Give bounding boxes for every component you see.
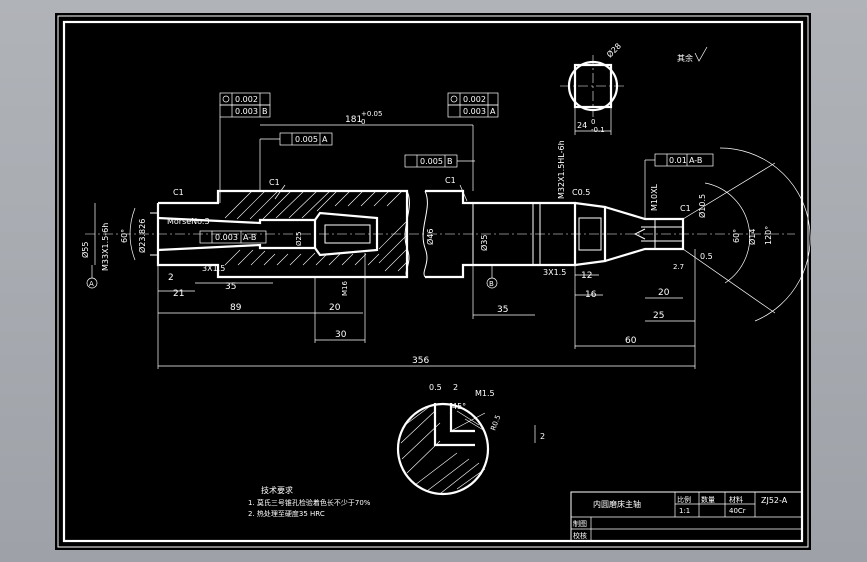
tb-h-material: 材料 <box>729 495 743 504</box>
fcf-group-6: 0.01 A-B <box>644 153 714 219</box>
tb-material: 40Cr <box>729 507 746 515</box>
dim-24-tol: 0 <box>591 118 595 126</box>
dim-dia55: Ø55 <box>80 242 90 258</box>
spline-label: M32X1.5HL-6h <box>557 140 566 199</box>
groove-right: 3X1.5 <box>543 268 566 277</box>
dim-20-left: 20 <box>329 303 341 313</box>
title-block: 内圆磨床主轴 比例 数量 材料 ZJ52-A 1:1 40Cr 制图 校核 <box>570 491 803 542</box>
detail-2b: 2 <box>540 432 545 441</box>
dim-181-tol: +0.05 <box>361 110 382 118</box>
dim-20-right: 20 <box>658 288 670 298</box>
morse-label: MorseNo.3 <box>167 217 210 226</box>
tb-ratio: 1:1 <box>679 507 690 515</box>
fcf3-b: 0.003 <box>463 107 486 116</box>
chamfer-c1-a: C1 <box>173 188 184 197</box>
fcf2-ref: A <box>322 135 328 144</box>
fcf1-a: 0.002 <box>235 95 258 104</box>
dim-30: 30 <box>335 330 347 340</box>
tb-drawing-no: ZJ52-A <box>761 496 788 505</box>
notes-line2: 2. 热处理至硬度35 HRC <box>248 509 325 518</box>
fcf3-ref: A <box>490 107 496 116</box>
dim-60: 60 <box>625 336 637 346</box>
fcf-group-3: 0.002 0.003 A <box>447 92 499 118</box>
dim-24-tol-lo: -0.1 <box>591 126 605 134</box>
detail-view: 0.5 2 M1.5 45° R0.5 2 <box>396 383 545 496</box>
outer-frame <box>57 15 809 548</box>
section-view-top: 24 0 -0.1 Ø28 <box>560 41 627 135</box>
part-name: 内圆磨床主轴 <box>593 499 641 509</box>
dim-angle120: 120° <box>764 226 773 245</box>
dim-dia35: Ø35 <box>479 235 489 251</box>
detail-2: 2 <box>453 383 458 392</box>
chamfer-c1-c: C1 <box>445 176 456 185</box>
dim-12: 12 <box>581 271 592 281</box>
tb-checked: 校核 <box>573 531 587 540</box>
shaft-left-section <box>150 189 428 279</box>
dim-21: 21 <box>173 289 184 299</box>
detail-m15: M1.5 <box>475 389 495 398</box>
fcf4-ref: B <box>447 157 453 166</box>
dim-dia28: Ø28 <box>604 41 623 60</box>
fcf1-b: 0.003 <box>235 107 258 116</box>
fcf-group-2: 0.005 A <box>259 132 333 191</box>
tb-h-qty: 数量 <box>701 495 715 504</box>
thread-right: M10XL <box>650 183 659 211</box>
dim-25: 25 <box>653 311 664 321</box>
fcf2: 0.005 <box>295 135 318 144</box>
dim-24: 24 <box>577 121 587 130</box>
dim-35-left: 35 <box>225 282 236 292</box>
fcf6: 0.01 <box>669 156 687 165</box>
section-hatching <box>224 190 408 272</box>
shaft-drawing: 356 89 21 35 2 3X1.5 20 30 M16 35 3X1.5 … <box>57 15 811 548</box>
dim-dia10-5: Ø10.5 <box>697 194 707 218</box>
technical-notes: 技术要求 1. 莫氏三号锥孔检验着色长不少于70% 2. 热处理至硬度35 HR… <box>248 485 371 518</box>
dim-181-tol-lo: 0 <box>361 118 365 126</box>
drawing-sheet: 356 89 21 35 2 3X1.5 20 30 M16 35 3X1.5 … <box>55 13 811 550</box>
fcf3-a: 0.002 <box>463 95 486 104</box>
chamfer-c1-d: C1 <box>680 204 691 213</box>
chamfer-c05: C0.5 <box>572 188 590 197</box>
notes-title: 技术要求 <box>261 485 293 495</box>
inner-frame <box>62 20 804 543</box>
surface-finish-label: 其余 <box>677 53 693 63</box>
dim-35-mid: 35 <box>497 305 508 315</box>
fcf-group-left: 0.002 0.003 B <box>219 92 271 203</box>
bottom-dimensions: 356 89 21 35 2 3X1.5 20 30 M16 35 3X1.5 … <box>157 249 696 369</box>
dim-16: 16 <box>585 290 597 300</box>
dim-89: 89 <box>230 303 242 313</box>
fcf-group-4: 0.005 B <box>404 154 475 168</box>
dim-dia23826: Ø23.826 <box>137 219 147 253</box>
dim-m16: M16 <box>341 281 349 296</box>
dim-angle60-left: 60° <box>120 229 129 243</box>
fcf-group-5: 0.003 A-B <box>199 230 267 244</box>
chamfer-c1-b: C1 <box>269 178 280 187</box>
fcf5: 0.003 <box>215 233 238 242</box>
dim-0-5: 0.5 <box>700 252 713 261</box>
dim-2-7: 2.7 <box>673 263 684 271</box>
dim-thread-left: M33X1.5-6h <box>101 223 110 271</box>
left-dimensions: Ø55 M33X1.5-6h 60° Ø23.826 A <box>80 203 147 289</box>
dim-2-left: 2 <box>168 273 174 283</box>
dim-356: 356 <box>412 356 429 366</box>
fcf1-ref: B <box>262 107 268 116</box>
dim-angle60-right: 60° <box>732 229 741 243</box>
detail-r05: R0.5 <box>489 414 502 432</box>
detail-45: 45° <box>452 402 466 411</box>
fcf5-ref: A-B <box>243 233 256 242</box>
datum-b: B <box>489 280 494 288</box>
fcf6-ref: A-B <box>689 156 702 165</box>
dim-dia46: Ø46 <box>425 229 435 245</box>
groove-left: 3X1.5 <box>202 264 225 273</box>
dim-dia25: Ø25 <box>295 232 303 246</box>
datum-a: A <box>89 280 94 288</box>
dim-181: 181 <box>345 115 362 125</box>
shaft-right-section <box>425 189 685 279</box>
detail-0-5: 0.5 <box>429 383 442 392</box>
tb-h-ratio: 比例 <box>677 495 691 504</box>
tb-drawn: 制图 <box>573 519 587 528</box>
fcf4: 0.005 <box>420 157 443 166</box>
dim-dia14: Ø14 <box>747 229 757 245</box>
notes-line1: 1. 莫氏三号锥孔检验着色长不少于70% <box>248 498 371 507</box>
